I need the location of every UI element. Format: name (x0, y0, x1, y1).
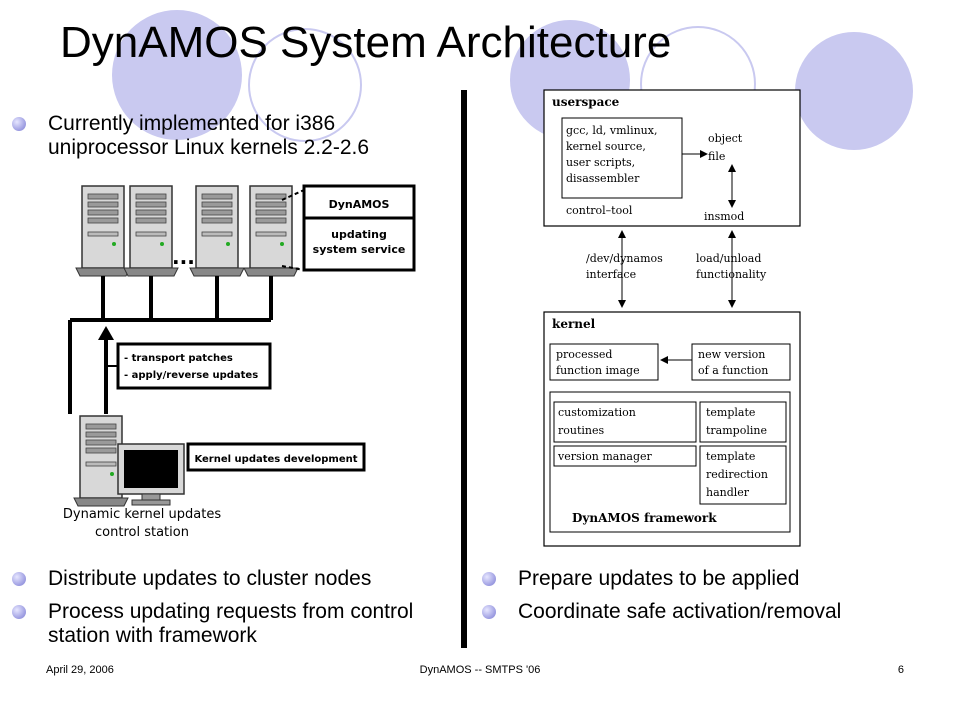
framework-diagram: userspace gcc, ld, vmlinux, kernel sourc… (543, 89, 801, 547)
dev-box (186, 442, 366, 472)
bullet-implemented: Currently implemented for i386 uniproces… (12, 112, 458, 160)
decor-circle-3 (795, 32, 913, 150)
trampoline-box (699, 401, 787, 443)
tools-line-4: disassembler (566, 172, 640, 185)
cluster-node-1 (75, 185, 131, 277)
footer-page-number: 6 (897, 664, 904, 676)
control-tool-label: control–tool (566, 204, 633, 217)
cluster-node-3 (189, 185, 245, 277)
object-file-2: file (708, 150, 725, 163)
new-version-box (691, 343, 791, 381)
cluster-node-2 (123, 185, 179, 277)
insmod-label: insmod (704, 210, 744, 223)
redirection-box (699, 445, 787, 505)
new-version-2: of a function (698, 364, 768, 377)
version-manager-box (553, 445, 697, 467)
customization-1: customization (558, 406, 636, 419)
column-divider (461, 90, 467, 648)
bullet-icon (482, 605, 496, 619)
bullet-text: Distribute updates to cluster nodes (48, 567, 372, 590)
load-unload-1: load/unload (696, 252, 761, 265)
tasks-line-2: - apply/reverse updates (124, 370, 258, 381)
footer-center: DynAMOS -- SMTPS '06 (419, 664, 541, 676)
dev-interface-1: /dev/dynamos (586, 252, 663, 265)
bullet-icon (482, 572, 496, 586)
tools-line-3: user scripts, (566, 156, 635, 169)
bullet-process: Process updating requests from control s… (12, 600, 458, 648)
service-box-line-2: system service (313, 243, 406, 256)
decor-ring-1 (248, 28, 362, 142)
dev-interface-2: interface (586, 268, 636, 281)
kernel-label: kernel (552, 317, 596, 331)
processed-image-1: processed (556, 348, 612, 361)
customization-2: routines (558, 424, 604, 437)
decor-circle-1 (112, 10, 242, 140)
station-label-2: control station (95, 525, 189, 540)
service-box (302, 184, 416, 272)
bullet-prepare: Prepare updates to be applied (482, 567, 938, 591)
tools-line-1: gcc, ld, vmlinux, (566, 124, 657, 137)
tasks-line-1: - transport patches (124, 353, 233, 364)
tools-box (561, 117, 683, 199)
bullet-text: Process updating requests from control s… (48, 600, 414, 647)
redirection-1: template (706, 450, 755, 463)
redirection-2: redirection (706, 468, 768, 481)
cluster-ellipsis: ... (172, 245, 195, 269)
userspace-label: userspace (552, 95, 620, 109)
bullet-text: Prepare updates to be applied (518, 567, 800, 590)
bullet-coordinate: Coordinate safe activation/removal (482, 600, 938, 624)
load-unload-2: functionality (696, 268, 767, 281)
framework-label: DynAMOS framework (572, 511, 717, 525)
redirection-3: handler (706, 486, 750, 499)
cluster-node-4 (243, 185, 299, 277)
trampoline-1: template (706, 406, 755, 419)
trampoline-2: trampoline (706, 424, 767, 437)
bullet-text: Currently implemented for i386 uniproces… (48, 112, 370, 159)
slide-title: DynAMOS System Architecture (60, 18, 672, 67)
dev-box-label: Kernel updates development (194, 454, 357, 465)
service-box-title: DynAMOS (329, 198, 390, 211)
bullet-icon (12, 117, 26, 131)
footer-date: April 29, 2006 (46, 664, 114, 676)
tools-line-2: kernel source, (566, 140, 646, 153)
bullet-text: Coordinate safe activation/removal (518, 600, 842, 623)
customization-box (553, 401, 697, 443)
bullet-icon (12, 572, 26, 586)
tasks-box (116, 342, 272, 390)
processed-image-box (549, 343, 659, 381)
station-label-1: Dynamic kernel updates (63, 507, 221, 522)
service-box-line-1: updating (331, 228, 387, 241)
processed-image-2: function image (556, 364, 640, 377)
new-version-1: new version (698, 348, 765, 361)
version-manager: version manager (557, 450, 653, 463)
bullet-distribute: Distribute updates to cluster nodes (12, 567, 458, 591)
object-file-1: object (708, 132, 743, 145)
bullet-icon (12, 605, 26, 619)
cluster-diagram: ... DynAMOS updating system service - tr… (63, 184, 416, 540)
